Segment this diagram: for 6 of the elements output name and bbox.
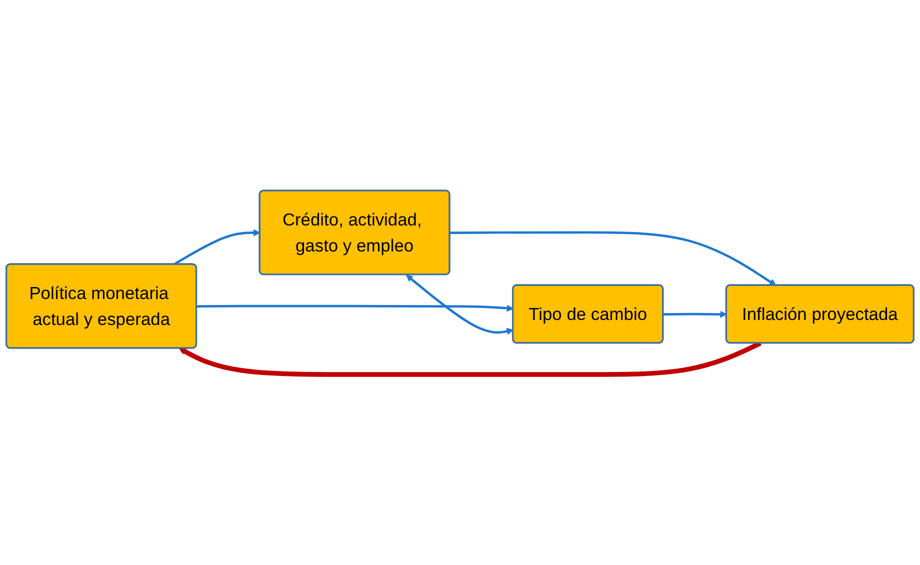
arrow [663, 310, 727, 318]
arrow [178, 341, 762, 377]
arrow [406, 274, 514, 335]
arrow [196, 304, 514, 312]
arrow [173, 229, 260, 266]
arrow [450, 231, 776, 286]
